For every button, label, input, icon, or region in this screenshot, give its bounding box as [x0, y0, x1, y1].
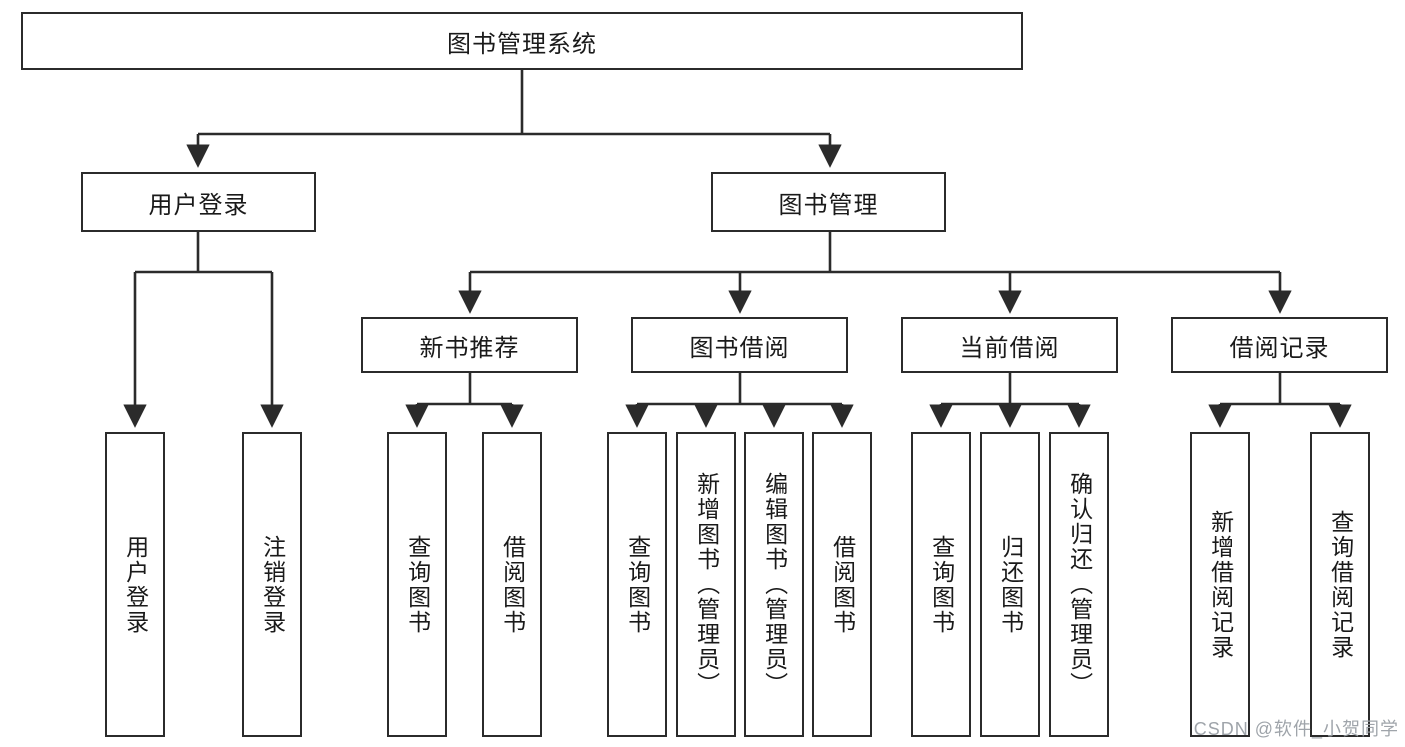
- node-leaf-query-book-2[interactable]: 查询图书: [607, 432, 667, 737]
- node-leaf-logout[interactable]: 注销登录: [242, 432, 302, 737]
- node-label: 当前借阅: [959, 334, 1060, 362]
- node-leaf-confirm-return[interactable]: 确认归还（管理员）: [1049, 432, 1109, 737]
- node-leaf-query-book-1[interactable]: 查询图书: [387, 432, 447, 737]
- node-label: 新增借阅记录: [1207, 509, 1234, 660]
- node-new-book-recommend[interactable]: 新书推荐: [361, 317, 578, 373]
- node-label: 查询图书: [928, 534, 955, 635]
- node-leaf-add-book[interactable]: 新增图书（管理员）: [676, 432, 736, 737]
- node-label: 图书借阅: [689, 334, 790, 362]
- node-leaf-borrow-book-2[interactable]: 借阅图书: [812, 432, 872, 737]
- node-root-system[interactable]: 图书管理系统: [21, 12, 1023, 70]
- node-book-borrow[interactable]: 图书借阅: [631, 317, 848, 373]
- node-leaf-borrow-book-1[interactable]: 借阅图书: [482, 432, 542, 737]
- node-label: 用户登录: [148, 191, 249, 219]
- node-label: 新增图书（管理员）: [693, 472, 720, 697]
- node-leaf-query-book-3[interactable]: 查询图书: [911, 432, 971, 737]
- node-book-management[interactable]: 图书管理: [711, 172, 946, 232]
- node-label: 借阅图书: [829, 534, 856, 635]
- csdn-watermark: CSDN @软件_小贺同学: [1193, 719, 1399, 739]
- node-label: 注销登录: [259, 534, 286, 635]
- node-leaf-add-record[interactable]: 新增借阅记录: [1190, 432, 1250, 737]
- node-label: 借阅记录: [1229, 334, 1330, 362]
- node-current-borrow[interactable]: 当前借阅: [901, 317, 1118, 373]
- node-label: 图书管理系统: [447, 30, 597, 58]
- node-leaf-user-login[interactable]: 用户登录: [105, 432, 165, 737]
- node-label: 图书管理: [778, 191, 879, 219]
- node-label: 查询图书: [624, 534, 651, 635]
- node-label: 确认归还（管理员）: [1066, 472, 1093, 697]
- node-borrow-record[interactable]: 借阅记录: [1171, 317, 1388, 373]
- node-leaf-query-record[interactable]: 查询借阅记录: [1310, 432, 1370, 737]
- node-label: 查询图书: [404, 534, 431, 635]
- node-label: 编辑图书（管理员）: [761, 472, 788, 697]
- node-leaf-return-book[interactable]: 归还图书: [980, 432, 1040, 737]
- node-leaf-edit-book[interactable]: 编辑图书（管理员）: [744, 432, 804, 737]
- node-label: 用户登录: [122, 534, 149, 635]
- node-label: 查询借阅记录: [1327, 509, 1354, 660]
- node-label: 新书推荐: [419, 334, 520, 362]
- node-label: 借阅图书: [499, 534, 526, 635]
- node-user-login[interactable]: 用户登录: [81, 172, 316, 232]
- node-label: 归还图书: [997, 534, 1024, 635]
